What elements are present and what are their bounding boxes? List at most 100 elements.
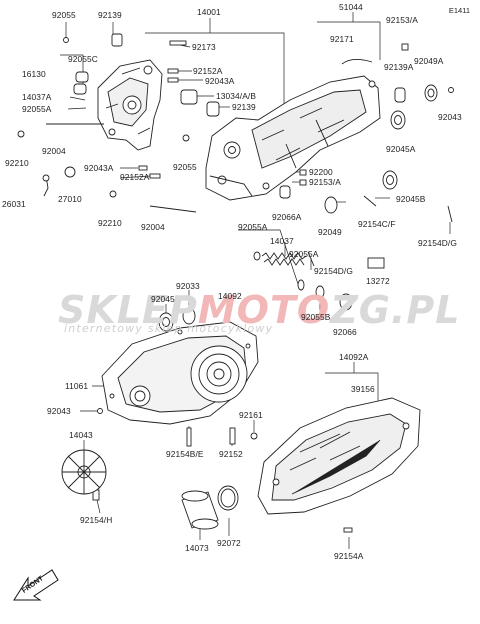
plug-92055-2 [182, 134, 190, 142]
bolt-92154dg-b [307, 251, 315, 267]
callout-label: 92210 [98, 218, 122, 228]
callout-label: 92161 [239, 410, 263, 420]
seal-92066 [339, 293, 353, 311]
bolt-92154dg [447, 205, 453, 223]
bearing-13034 [180, 89, 198, 105]
callout-label: 13272 [366, 276, 390, 286]
bracket-line [238, 229, 301, 291]
callout-label: 27010 [58, 194, 82, 204]
oring-92055a [297, 279, 305, 291]
callout-label: 92139A [384, 62, 414, 72]
front-arrow-icon [13, 569, 59, 601]
watermark-tagline: internetowy sklep motocyklowy [64, 322, 274, 335]
bearing-92139a [394, 87, 406, 103]
bracket-line [145, 32, 285, 118]
callout-label: 92152A [193, 66, 223, 76]
nut-92161 [250, 432, 258, 440]
callout-label: 14001 [197, 7, 221, 17]
callout-label: 92154C/F [358, 219, 396, 229]
callout-label: 92049 [318, 227, 342, 237]
callout-label: 92004 [141, 222, 165, 232]
callout-label: 92049A [414, 56, 444, 66]
oring-92055b [315, 285, 325, 299]
callout-label: 92055 [52, 10, 76, 20]
bearing-92139b [206, 101, 220, 117]
callout-label: 92033 [176, 281, 200, 291]
leader-line [67, 107, 87, 110]
callout-label: 14092A [339, 352, 369, 362]
callout-label: 14043 [69, 430, 93, 440]
callout-label: 11061 [65, 381, 89, 391]
callout-label: 13034/A/B [216, 91, 257, 101]
leader-line [96, 499, 101, 514]
bolt-92152 [229, 427, 236, 445]
callout-label: 92153/A [309, 177, 341, 187]
callout-label: 92152A [120, 172, 150, 182]
callout-label: 26031 [2, 199, 26, 209]
callout-label: 92154B/E [166, 449, 204, 459]
plug-92055 [63, 37, 69, 43]
pin-92043-b [97, 408, 103, 414]
callout-label: 92043 [438, 112, 462, 122]
callout-label: 92173 [192, 42, 216, 52]
bush-92055c [75, 71, 89, 83]
bolt-92043a-b [138, 165, 148, 171]
bolt-92152a [167, 68, 179, 74]
callout-label: 14037A [22, 92, 52, 102]
callout-label: 92045 [151, 294, 175, 304]
bolt-92200 [299, 169, 307, 176]
callout-label: 92055 [173, 162, 197, 172]
bolt-92153 [401, 43, 409, 51]
bolt-92173 [169, 40, 187, 46]
callout-label: 16130 [22, 69, 46, 79]
main-crankcase [205, 75, 381, 201]
watermark-brand: SKLEPMOTOZG.PL [58, 288, 461, 332]
bearing-92139 [111, 33, 123, 47]
callout-label: 92043A [205, 76, 235, 86]
callout-label: 92154/H [80, 515, 113, 525]
callout-label: 92055A [289, 249, 319, 259]
callout-label: 92154D/G [314, 266, 353, 276]
callout-label: 92055A [238, 222, 268, 232]
callout-label: 92154A [334, 551, 364, 561]
callout-label: 92072 [217, 538, 241, 548]
washer-92210b [109, 190, 117, 198]
seal-92049 [324, 196, 338, 214]
callout-label: 92055B [301, 312, 331, 322]
oring-92055a-2 [253, 251, 261, 261]
rear-cover-14092a [257, 397, 421, 515]
plug-27010 [64, 166, 76, 178]
callout-label: 92154D/G [418, 238, 457, 248]
callout-label: 92004 [42, 146, 66, 156]
callout-label: 51044 [339, 2, 363, 12]
callout-label: 39156 [351, 384, 375, 394]
pin-92043 [448, 87, 454, 93]
crankcase-cover [101, 321, 259, 425]
cover-13272 [367, 257, 385, 269]
callout-label: 14037 [270, 236, 294, 246]
spring-14037 [261, 252, 307, 266]
callout-label: 92066A [272, 212, 302, 222]
callout-label: 92043A [84, 163, 114, 173]
callout-label: 14092 [218, 291, 242, 301]
bolt-92043a [167, 77, 179, 83]
callout-label: 92153/A [386, 15, 418, 25]
callout-label: 14073 [185, 543, 209, 553]
cover-14043 [61, 449, 107, 495]
callout-label: 92171 [330, 34, 354, 44]
bolt-92154be [186, 427, 192, 447]
bolt-92153-b [299, 179, 307, 186]
washer-92210 [17, 130, 25, 138]
leader-line [119, 175, 151, 179]
callout-label: 92043 [47, 406, 71, 416]
callout-label: 92139 [98, 10, 122, 20]
callout-label: 92200 [309, 167, 333, 177]
bush-92066a [279, 185, 291, 199]
callout-label: 92055A [22, 104, 52, 114]
bush-16130 [73, 83, 87, 95]
clamp-92072 [217, 485, 239, 511]
callout-label: 92152 [219, 449, 243, 459]
callout-label: 92066 [333, 327, 357, 337]
bracket-line [317, 21, 381, 60]
bolt-92154cf [363, 195, 377, 207]
